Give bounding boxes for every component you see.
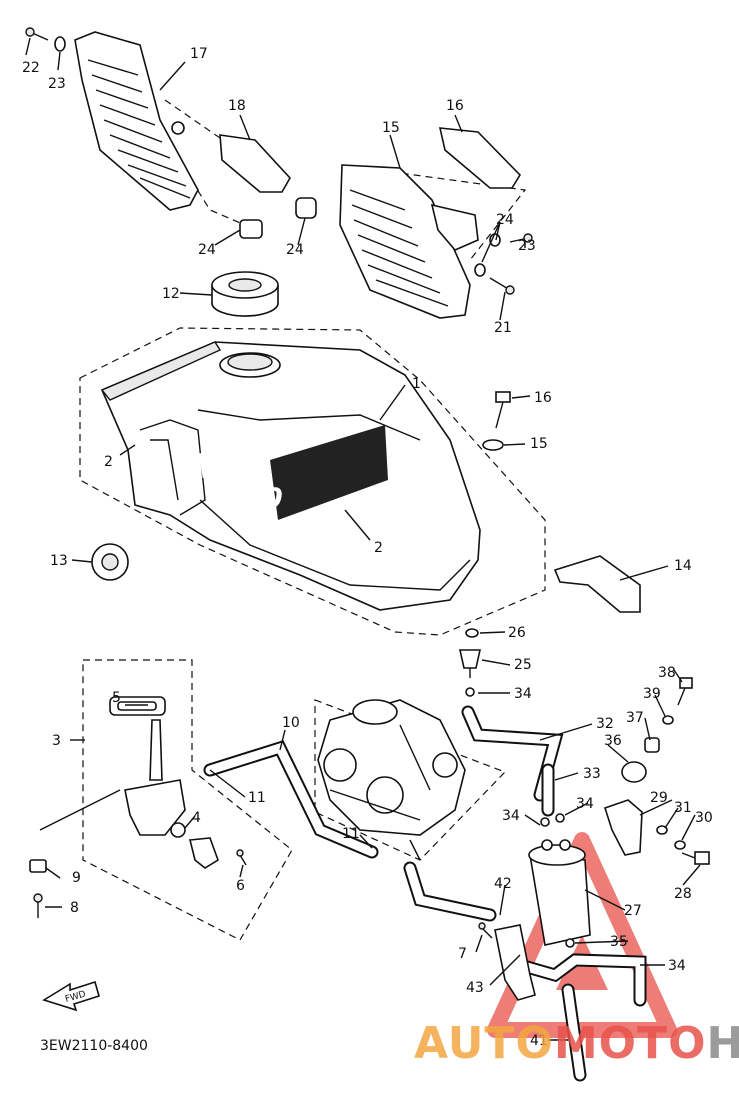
label-12: 12 [162,286,180,302]
label-11a: 11 [248,790,266,806]
label-13: 13 [50,553,68,569]
label-23-top: 23 [48,76,66,92]
label-9: 9 [72,870,81,886]
label-27: 27 [624,903,642,919]
label-33: 33 [583,766,601,782]
washer-31 [656,825,668,835]
label-4: 4 [192,810,201,826]
clip-34b [540,817,550,827]
label-26: 26 [508,625,526,641]
label-36: 35 [610,934,628,950]
washer-23-top [54,36,66,52]
valve-25 [459,649,481,678]
label-21-top: 22 [22,60,40,76]
fwd-arrow: FWD [42,980,100,1012]
label-29: 28 [674,886,692,902]
label-11b: 11 [342,826,360,842]
canister-27 [528,839,591,946]
valve-43 [494,924,536,1001]
label-24a: 24 [198,242,216,258]
label-35: 34 [668,958,686,974]
tank-logo-600: 600 [221,482,286,515]
label-31: 31 [674,800,692,816]
part-labels: 22 23 17 18 16 15 24 23 24 24 21 12 1 16… [22,46,713,1049]
bolt-16 [495,391,511,429]
label-21-right: 21 [494,320,512,336]
clip-34c [555,813,565,823]
label-38: 37 [626,710,644,726]
label-8: 8 [70,900,79,916]
fuel-cock [109,696,247,869]
washer-30 [674,840,686,850]
clip-36 [565,938,575,948]
label-3: 3 [52,733,61,749]
grommet-24b [295,197,317,219]
label-42: 42 [494,876,512,892]
grommet-37 [621,761,647,783]
clip-34a [465,687,475,697]
label-16: 16 [534,390,552,406]
label-24b: 24 [286,242,304,258]
bolt-39 [677,677,693,706]
guard-link-17 [377,169,527,261]
bolt-29 [681,851,710,865]
bracket-14 [553,555,641,613]
label-14: 14 [674,558,692,574]
label-28: 29 [650,790,668,806]
label-32: 32 [596,716,614,732]
fuel-tank: VT 600 [100,341,481,611]
fuel-cap-12 [211,271,279,317]
tank-group-outline [79,327,546,636]
label-39: 38 [658,665,676,681]
label-37: 36 [604,733,622,749]
watermark-moto: MOTO [554,1018,707,1069]
label-2b: 2 [374,540,383,556]
label-5: 5 [112,690,121,706]
label-25: 25 [514,657,532,673]
shroud-right [339,164,479,319]
label-20: 18 [228,98,246,114]
label-23-right: 24 [496,212,514,228]
washer-23-right [474,263,486,277]
tank-logo-vt: VT [192,447,250,487]
label-2a: 2 [104,454,113,470]
label-43: 43 [466,980,484,996]
grommet-13 [91,543,129,581]
label-15: 15 [530,436,548,452]
label-34a: 34 [514,686,532,702]
watermark-hub: HUB [706,1018,739,1069]
oring-26 [465,628,479,638]
label-30: 30 [695,810,713,826]
bracket-18 [438,127,522,189]
label-34c: 34 [576,796,594,812]
washer-40 [662,715,674,725]
washer-15 [482,439,504,451]
watermark-text: AUTOMOTOHUB [414,1018,739,1069]
cock-group-outline [82,659,293,941]
bracket-20 [219,134,291,193]
leader-lines [25,37,701,1041]
label-40: 39 [643,686,661,702]
shroud-left [74,31,199,211]
bolt-7 [481,927,493,939]
bracket-28 [604,799,643,856]
diagram-code: 3EW2110-8400 [40,1038,148,1054]
label-18: 16 [446,98,464,114]
label-41: 41 [530,1033,548,1049]
label-17: 15 [382,120,400,136]
label-19: 17 [190,46,208,62]
nut-9 [29,859,47,873]
label-6: 6 [236,878,245,894]
label-7: 7 [458,946,467,962]
svg-text:AUTOMOTOHUB: AUTOMOTOHUB [414,1018,739,1069]
label-22: 23 [518,238,536,254]
collar-38 [644,737,660,753]
label-10: 10 [282,715,300,731]
grommet-24a [239,219,263,239]
label-1: 1 [412,376,421,392]
carburetor [317,699,466,861]
label-34b: 34 [502,808,520,824]
watermark-auto: AUTO [414,1018,554,1069]
